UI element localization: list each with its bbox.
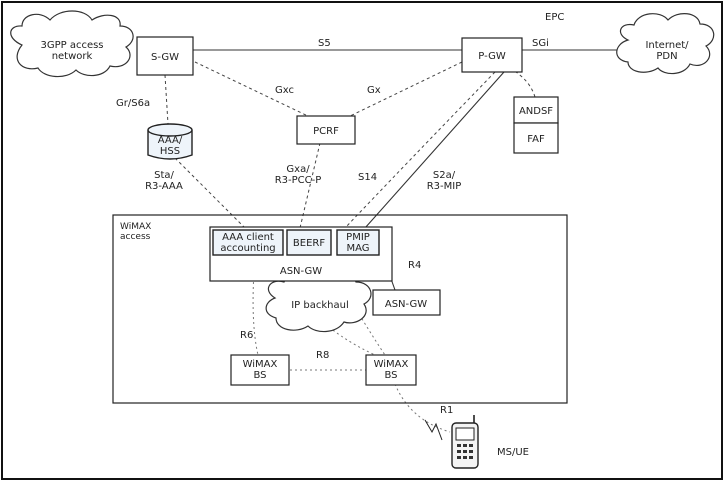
radio-signal-icon: [424, 419, 443, 441]
node-andsf: ANDSF: [513, 96, 559, 124]
link-r1: [394, 383, 451, 433]
interface-gxa-label: Gxa/R3-PCC-P: [275, 164, 322, 186]
interface-s14-label: S14: [358, 172, 377, 183]
epc-label: EPC: [545, 12, 564, 23]
interface-r6-label: R6: [240, 330, 253, 341]
interface-gx-label: Gx: [367, 85, 381, 96]
link-s14: [344, 71, 496, 229]
faf-label: FAF: [527, 134, 545, 145]
node-beerf: BEERF: [286, 229, 332, 256]
interface-s5-label: S5: [318, 38, 331, 49]
node-p-gw: P-GW: [461, 37, 523, 73]
wimax-access-region: [112, 214, 568, 404]
node-pcrf: PCRF: [296, 115, 356, 145]
link-s2a: [364, 71, 505, 229]
node-s-gw: S-GW: [136, 36, 194, 76]
ip-backhaul-label: IP backhaul: [291, 300, 349, 311]
asn-gw-main-label: ASN-GW: [280, 266, 322, 277]
node-faf: FAF: [513, 122, 559, 154]
asn-gw-right-label: ASN-GW: [385, 299, 427, 310]
p-gw-label: P-GW: [478, 51, 506, 62]
interface-r8-label: R8: [316, 350, 329, 361]
node-aaa-hss: AAA/HSS: [147, 123, 193, 160]
interface-gxc-label: Gxc: [275, 85, 294, 96]
interface-r4-label: R4: [408, 260, 421, 271]
link-sta: [174, 157, 246, 229]
interface-r1-label: R1: [440, 405, 453, 416]
interface-sta-label: Sta/R3-AAA: [145, 170, 183, 192]
internet-pdn-label: Internet/PDN: [645, 40, 689, 62]
s-gw-label: S-GW: [151, 52, 179, 63]
node-asn-gw-right: ASN-GW: [372, 289, 441, 316]
interface-sgi-label: SGi: [532, 38, 549, 49]
mobile-phone-icon: [451, 415, 479, 469]
aaa-hss-label: AAA/HSS: [158, 135, 183, 157]
interface-gr-s6a-label: Gr/S6a: [116, 98, 150, 109]
andsf-label: ANDSF: [519, 106, 553, 117]
ms-ue-label: MS/UE: [497, 447, 529, 458]
link-gx: [347, 61, 463, 118]
link-pgw-andsf: [509, 67, 536, 98]
beerf-label: BEERF: [293, 238, 325, 249]
link-gr-s6a: [164, 74, 169, 125]
interface-s2a-label: S2a/R3-MIP: [427, 170, 462, 192]
pcrf-label: PCRF: [313, 126, 339, 137]
link-gxa: [299, 142, 321, 229]
cloud-internet-pdn: Internet/PDN: [616, 13, 715, 75]
